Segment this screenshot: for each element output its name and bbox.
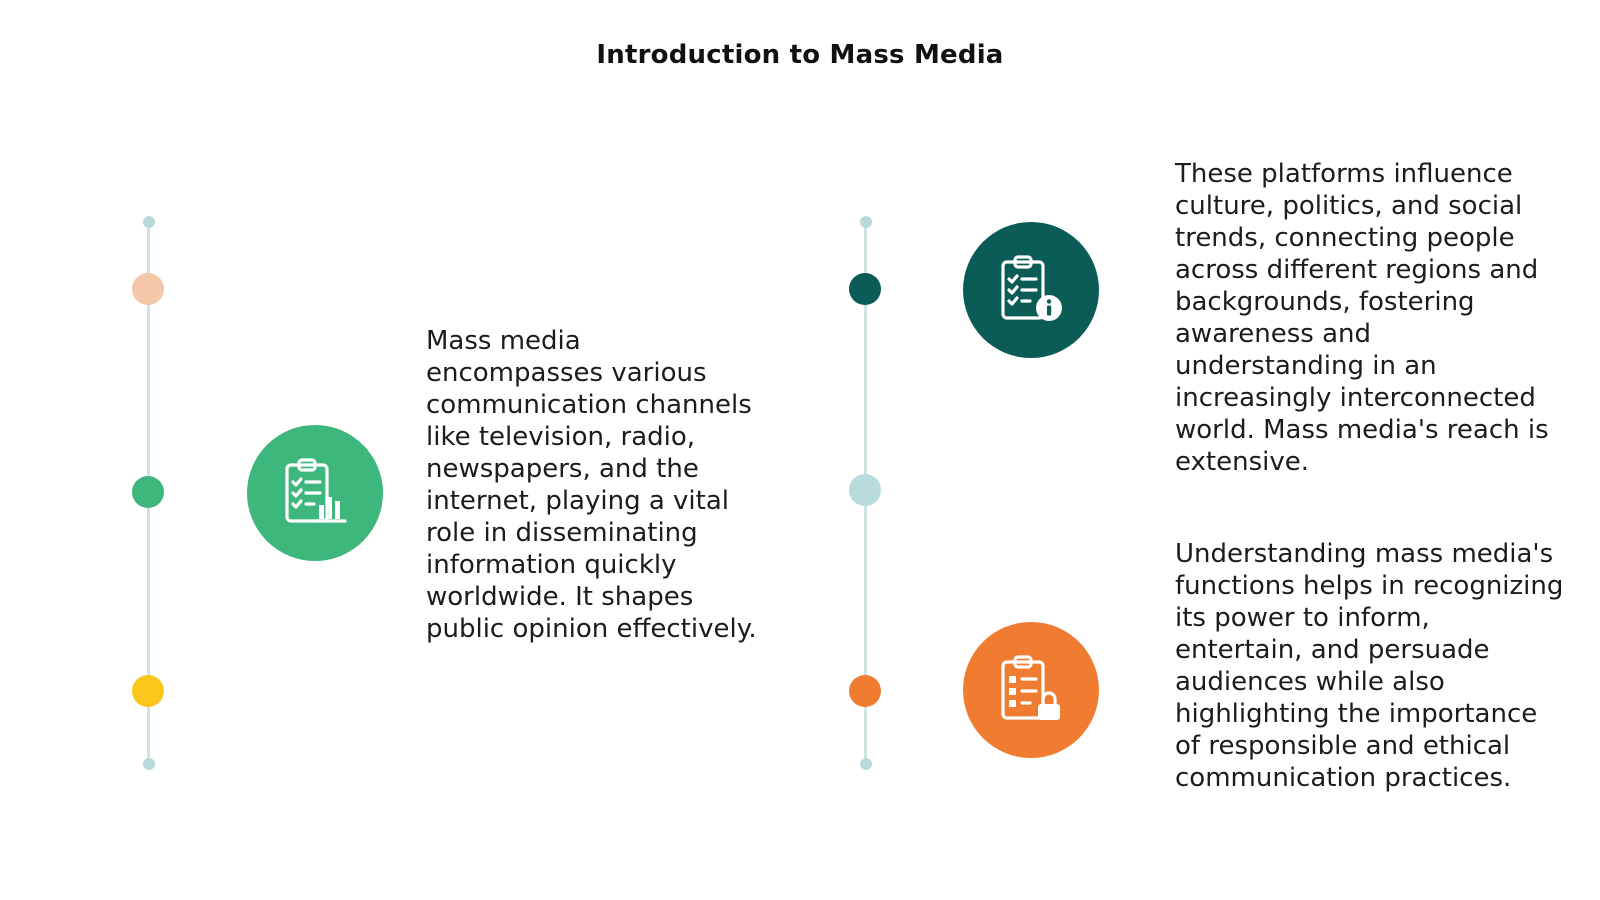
right-node-orange <box>849 675 881 707</box>
right-timeline-bottom-dot <box>860 758 872 770</box>
left-node-peach <box>132 273 164 305</box>
right-timeline-top-dot <box>860 216 872 228</box>
item-1-text: Mass media encompasses various communica… <box>426 326 757 644</box>
right-node-dark-teal <box>849 273 881 305</box>
item-3-text: Understanding mass media's functions hel… <box>1175 539 1564 793</box>
item-3-icon-circle <box>963 622 1099 758</box>
item-2-text: These platforms influence culture, polit… <box>1175 159 1549 477</box>
page-title: Introduction to Mass Media <box>596 40 1004 70</box>
clipboard-info-icon <box>1001 255 1062 321</box>
left-timeline-top-dot <box>143 216 155 228</box>
item-2-icon-circle <box>963 222 1099 358</box>
clipboard-lock-icon <box>1001 655 1060 720</box>
left-timeline-bottom-dot <box>143 758 155 770</box>
item-1-icon-circle <box>247 425 383 561</box>
right-node-light-teal <box>849 474 881 506</box>
clipboard-chart-icon <box>285 458 347 523</box>
left-node-yellow <box>132 675 164 707</box>
left-node-green <box>132 476 164 508</box>
